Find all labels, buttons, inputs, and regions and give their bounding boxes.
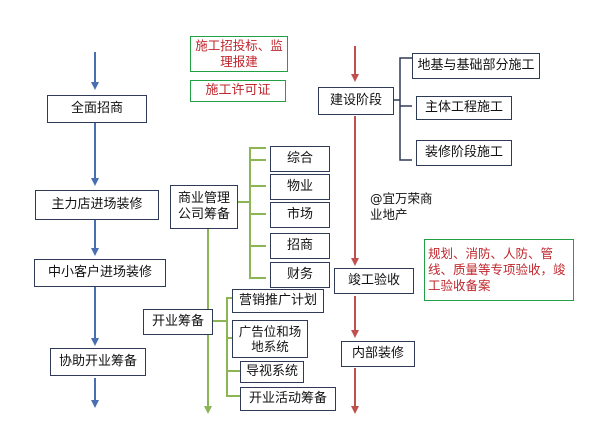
- department-recruitment: 招商: [270, 233, 330, 259]
- anchor-store-fitout-box: 主力店进场装修: [35, 190, 159, 220]
- department-general: 综合: [270, 146, 330, 172]
- interior-fitout-box: 内部装修: [341, 341, 415, 367]
- construction-stage-box: 建设阶段: [318, 87, 394, 115]
- small-tenant-fitout-box: 中小客户进场装修: [34, 259, 166, 287]
- commercial-management-line2: 公司筹备: [177, 207, 230, 222]
- task-signage-system: 导视系统: [240, 361, 304, 383]
- permit-note: 施工许可证: [190, 80, 286, 102]
- department-finance: 财务: [270, 262, 330, 288]
- all-recruitment-box: 全面招商: [47, 95, 147, 123]
- stage-task-decoration: 装修阶段施工: [416, 140, 512, 166]
- task-opening-event: 开业活动筹备: [240, 387, 336, 411]
- commercial-management-line1: 商业管理: [177, 191, 230, 207]
- developer-watermark: @宜万荣商业地产: [370, 191, 433, 223]
- department-marketing: 市场: [270, 202, 330, 228]
- task-marketing-plan: 营销推广计划: [232, 289, 324, 313]
- department-property: 物业: [270, 174, 330, 200]
- task-ad-space-system: 广告位和场地系统: [232, 320, 308, 358]
- stage-task-foundation: 地基与基础部分施工: [412, 53, 540, 79]
- bidding-note: 施工招投标、监理报建: [190, 36, 288, 72]
- acceptance-note: 规划、消防、人防、管线、质量等专项验收，竣工验收备案: [424, 239, 574, 301]
- completion-acceptance-box: 竣工验收: [334, 268, 414, 294]
- opening-prep-box: 开业筹备: [143, 309, 213, 335]
- construction-bracket: [394, 57, 412, 161]
- stage-task-main-structure: 主体工程施工: [416, 96, 512, 120]
- commercial-management-box: 商业管理 公司筹备: [170, 185, 238, 229]
- assist-opening-box: 协助开业筹备: [50, 348, 146, 376]
